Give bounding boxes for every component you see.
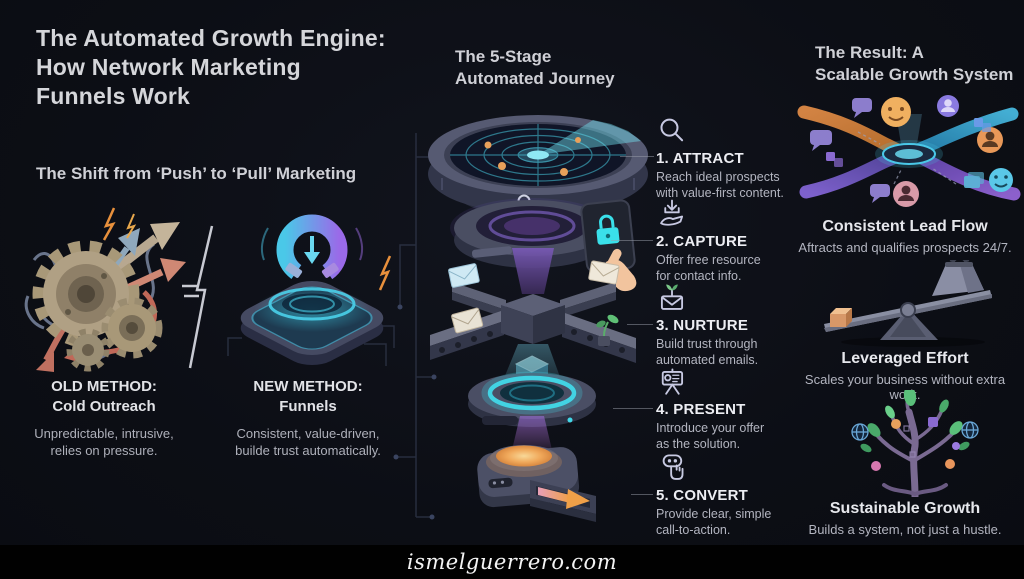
new-method-name: Funnels bbox=[279, 398, 337, 415]
old-method-block: OLD METHOD: Cold Outreach Unpredictable,… bbox=[6, 377, 202, 459]
stage-title: 4. PRESENT bbox=[656, 401, 746, 418]
lead-network-illustration bbox=[797, 95, 1021, 207]
new-method-label: NEW METHOD: bbox=[253, 378, 363, 395]
stage-capture: 2. CAPTURE Offer free resource for conta… bbox=[656, 198, 808, 284]
tree-leaves bbox=[860, 390, 970, 453]
shift-section-heading: The Shift from ‘Push’ to ‘Pull’ Marketin… bbox=[36, 164, 357, 183]
old-method-name: Cold Outreach bbox=[52, 398, 156, 415]
automated-funnel-machine bbox=[428, 115, 648, 522]
circuit-tree-illustration bbox=[851, 390, 979, 497]
person-avatar-purple bbox=[937, 95, 959, 117]
envelope-white-right bbox=[588, 260, 620, 285]
result-section-heading: The Result: A Scalable Growth System bbox=[815, 43, 1014, 84]
stage-description: Reach ideal prospects with value-first c… bbox=[656, 170, 784, 200]
convert-device bbox=[477, 416, 596, 522]
old-method-label: OLD METHOD: bbox=[51, 378, 157, 395]
sprout-plant bbox=[596, 314, 619, 346]
result-leveraged-effort: Leveraged Effort Scales your business wi… bbox=[790, 350, 1020, 402]
click-button-icon bbox=[662, 454, 684, 480]
stage-present: 4. PRESENT Introduce your offer as the s… bbox=[656, 366, 808, 452]
heavy-weight bbox=[932, 260, 984, 296]
result-title: Consistent Lead Flow bbox=[822, 218, 988, 235]
download-to-hand-icon bbox=[660, 199, 684, 226]
tree-nodes bbox=[871, 417, 960, 471]
stage-attract: 1. ATTRACT Reach ideal prospects with va… bbox=[656, 115, 808, 201]
envelope-sprout-icon bbox=[660, 284, 684, 310]
capture-tier bbox=[450, 198, 637, 294]
nurture-conveyor-cross bbox=[430, 260, 636, 363]
old-method-description: Unpredictable, intrusive, relies on pres… bbox=[34, 426, 174, 458]
stage-title: 3. NURTURE bbox=[656, 317, 749, 334]
connector-convert bbox=[631, 494, 653, 495]
new-method-block: NEW METHOD: Funnels Consistent, value-dr… bbox=[208, 377, 408, 459]
stage-description: Introduce your offer as the solution. bbox=[656, 421, 765, 451]
person-avatar-pink bbox=[893, 181, 919, 207]
result-description: Aftracts and qualifies prospects 24/7. bbox=[798, 240, 1012, 255]
smiley-avatar-orange bbox=[881, 97, 911, 127]
footer-bar: ismelguerrero.com bbox=[0, 545, 1024, 579]
stage-description: Provide clear, simple call-to-action. bbox=[656, 507, 772, 537]
small-cube bbox=[830, 308, 852, 327]
result-sustainable-growth: Sustainable Growth Builds a system, not … bbox=[790, 500, 1020, 537]
stage-convert: 5. CONVERT Provide clear, simple call-to… bbox=[656, 452, 808, 538]
envelope-cyan bbox=[448, 263, 480, 288]
page-title: The Automated Growth Engine: How Network… bbox=[36, 25, 386, 109]
attract-radar-disc bbox=[428, 115, 648, 218]
result-lead-flow: Consistent Lead Flow Aftracts and qualif… bbox=[790, 218, 1020, 255]
stage-description: Build trust through automated emails. bbox=[656, 337, 759, 367]
stage-description: Offer free resource for contact info. bbox=[656, 253, 761, 283]
result-title: Sustainable Growth bbox=[829, 500, 981, 517]
stage-title: 2. CAPTURE bbox=[656, 233, 748, 250]
lever-weight-illustration bbox=[824, 260, 992, 347]
journey-section-heading: The 5-Stage Automated Journey bbox=[455, 47, 615, 88]
magnifier-icon bbox=[660, 118, 684, 142]
stage-title: 5. CONVERT bbox=[656, 487, 749, 504]
tangled-gears-illustration bbox=[24, 207, 186, 372]
connector-attract bbox=[620, 156, 654, 157]
stage-title: 1. ATTRACT bbox=[656, 150, 744, 167]
presentation-easel-icon bbox=[661, 368, 684, 395]
chat-bubbles bbox=[810, 98, 890, 203]
result-description: Builds a system, not just a hustle. bbox=[808, 522, 1002, 537]
connector-nurture bbox=[627, 324, 653, 325]
circuit-traces-decoration bbox=[393, 133, 437, 520]
envelope-white-left bbox=[451, 307, 484, 334]
footer-website: ismelguerrero.com bbox=[406, 550, 618, 574]
result-title: Leveraged Effort bbox=[841, 350, 969, 367]
connector-capture bbox=[611, 240, 653, 241]
magnet-platform-illustration bbox=[227, 214, 395, 366]
globe-nodes bbox=[851, 421, 979, 441]
person-avatar-orange bbox=[977, 127, 1003, 153]
connector-present bbox=[613, 408, 653, 409]
lightning-bolt-divider bbox=[182, 225, 214, 369]
present-hologram bbox=[468, 344, 596, 427]
smiley-avatar-cyan bbox=[989, 168, 1013, 192]
new-method-description: Consistent, value-driven, builde trust a… bbox=[235, 426, 381, 458]
stage-nurture: 3. NURTURE Build trust through automated… bbox=[656, 282, 808, 368]
